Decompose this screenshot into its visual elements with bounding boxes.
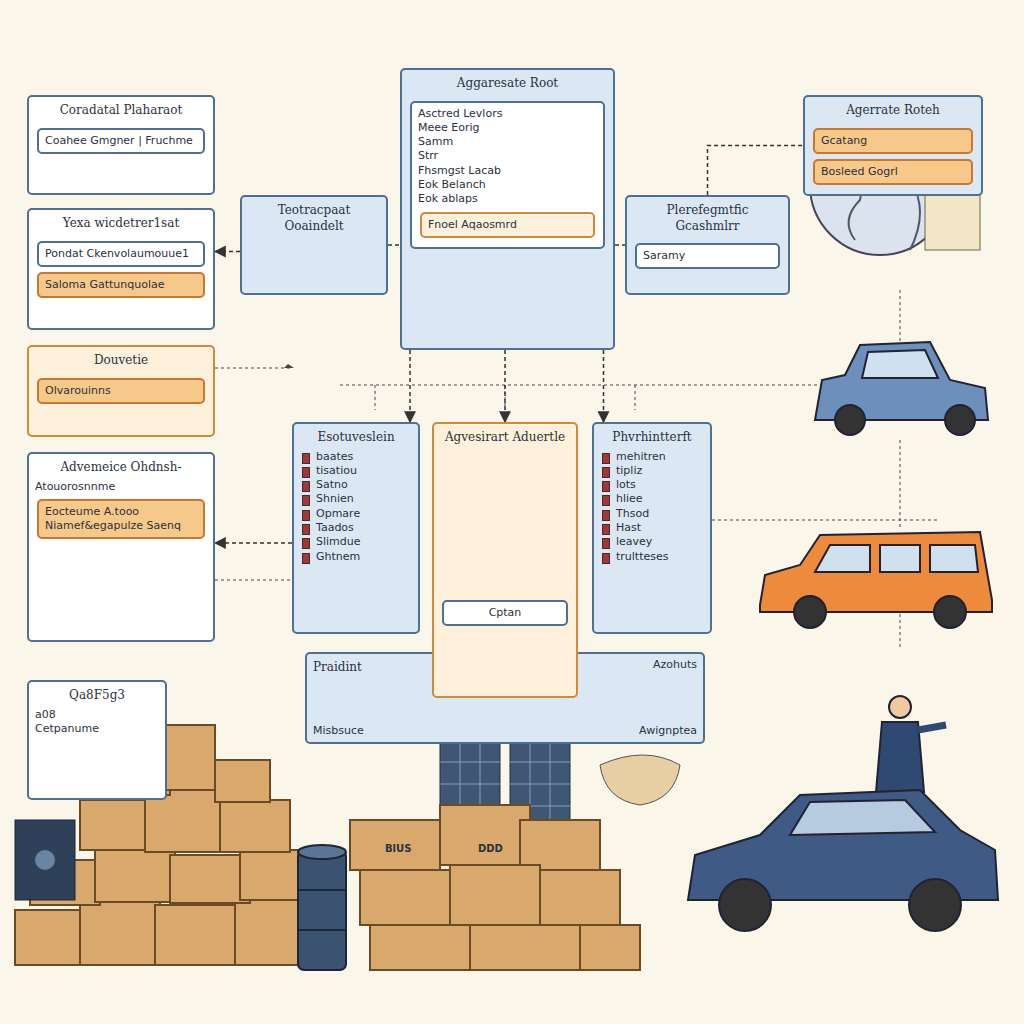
box-text: Samm: [418, 135, 597, 149]
inner-box: Bosleed Gogrl: [813, 159, 973, 185]
barrels: [298, 845, 346, 970]
box-text: a08: [35, 708, 159, 722]
box-text: Hast: [600, 521, 704, 535]
inner-box: Olvarouinns: [37, 378, 205, 404]
panel-box: Agvesirart AduertleCptan: [432, 422, 578, 698]
box-title: Coradatal Plaharaot: [35, 101, 207, 123]
box-text: leavey: [600, 535, 704, 549]
box-title: Esotuveslein: [300, 428, 412, 450]
box-text: hliee: [600, 492, 704, 506]
box-text: Taados: [300, 521, 412, 535]
globe: [810, 115, 980, 255]
panel-box: Aggaresate RootAsctred LevlorsMeee Eorig…: [400, 68, 615, 350]
connector: [708, 146, 804, 195]
inner-box: Gcatang: [813, 128, 973, 154]
box-title: Pondat Ckenvolaumouue1: [45, 247, 197, 261]
box-title: Asctred Levlors: [418, 107, 597, 121]
connector: [615, 244, 625, 246]
box-text: Fhsmgst Lacab: [418, 164, 597, 178]
box-title: Douvetie: [35, 351, 207, 373]
box-text: Cetpanume: [35, 722, 159, 736]
box-text: Atouorosnnme: [35, 480, 207, 494]
box-label: DDD: [478, 842, 503, 855]
box-text: Satno: [300, 478, 412, 492]
box-title: Qa8F5g3: [35, 686, 159, 708]
box-text: Ghtnem: [300, 550, 412, 564]
panel-box: DouvetieOlvarouinns: [27, 345, 215, 437]
connector: [388, 244, 400, 246]
box-title: Agvesirart Aduertle: [440, 428, 570, 450]
box-text: Opmare: [300, 507, 412, 521]
panel-box: Qa8F5g3a08Cetpanume: [27, 680, 167, 800]
box-title: Agerrate Roteh: [811, 101, 975, 123]
box-text: lots: [600, 478, 704, 492]
panel-box: PhvrhintterftmehitrentiplizlotshlieeThso…: [592, 422, 712, 634]
box-text: Slimdue: [300, 535, 412, 549]
inner-box: Eocteume A.toooNiamef&egapulze Saenq: [37, 499, 205, 540]
box-text: Meee Eorig: [418, 121, 597, 135]
box-title: Phvrhintterft: [600, 428, 704, 450]
panel-box: Teotracpaat Ooaindelt: [240, 195, 388, 295]
box-text: Eok ablaps: [418, 192, 597, 206]
box-title: Saramy: [643, 249, 772, 263]
panel-box: Plerefegmtfic GcashmlrrSaramy: [625, 195, 790, 295]
inner-box: Cptan: [442, 600, 568, 626]
inner-box: Saloma Gattunquolae: [37, 272, 205, 298]
panel-box: Advemeice Ohdnsh-AtouorosnnmeEocteume A.…: [27, 452, 215, 642]
box-title: Saloma Gattunquolae: [45, 278, 197, 292]
inner-box: Pondat Ckenvolaumouue1: [37, 241, 205, 267]
box-title: Olvarouinns: [45, 384, 197, 398]
box-title: Cptan: [450, 606, 560, 620]
box-title: Bosleed Gogrl: [821, 165, 965, 179]
box-text: tipliz: [600, 464, 704, 478]
connector: [409, 350, 411, 422]
box-text: trultteses: [600, 550, 704, 564]
box-title: Fnoel Aqaosmrd: [428, 218, 587, 232]
box-title: Coahee Gmgner | Fruchme: [45, 134, 197, 148]
inner-box: Fnoel Aqaosmrd: [420, 212, 595, 238]
box-title: Plerefegmtfic Gcashmlrr: [633, 201, 782, 238]
box-title: Yexa wicdetrer1sat: [35, 214, 207, 236]
box-title: Teotracpaat Ooaindelt: [248, 201, 380, 238]
box-text: Misbsuce: [313, 724, 497, 738]
box-title: Eocteume A.tooo: [45, 505, 197, 519]
connector: [215, 542, 292, 544]
inner-box: Asctred LevlorsMeee EorigSammStrrFhsmgst…: [410, 101, 605, 249]
connector: [603, 350, 605, 422]
box-title: Advemeice Ohdnsh-: [35, 458, 207, 480]
orange-van: [760, 532, 992, 628]
box-text: Niamef&egapulze Saenq: [45, 519, 197, 533]
box-text: Shnien: [300, 492, 412, 506]
businessman: [876, 696, 946, 792]
box-text: Awignptea: [513, 724, 697, 738]
box-text: tisatiou: [300, 464, 412, 478]
inner-box: Coahee Gmgner | Fruchme: [37, 128, 205, 154]
box-text: Strr: [418, 149, 597, 163]
box-text: Thsod: [600, 507, 704, 521]
panel-box: Coradatal PlaharaotCoahee Gmgner | Fruch…: [27, 95, 215, 195]
box-title: Gcatang: [821, 134, 965, 148]
box-title: Aggaresate Root: [408, 74, 607, 96]
panel-box: EsotuvesleinbaatestisatiouSatnoShnienOpm…: [292, 422, 420, 634]
panel-box: Agerrate RotehGcatangBosleed Gogrl: [803, 95, 983, 196]
connector: [504, 350, 506, 422]
blue-car: [815, 342, 988, 435]
sedan-car: [688, 790, 998, 931]
connector: [215, 251, 240, 253]
box-text: baates: [300, 450, 412, 464]
box-text: mehitren: [600, 450, 704, 464]
box-text: Eok Belanch: [418, 178, 597, 192]
panel-box: Yexa wicdetrer1satPondat Ckenvolaumouue1…: [27, 208, 215, 330]
inner-box: Saramy: [635, 243, 780, 269]
crate: [15, 820, 75, 900]
box-label: BlUS: [385, 842, 411, 855]
